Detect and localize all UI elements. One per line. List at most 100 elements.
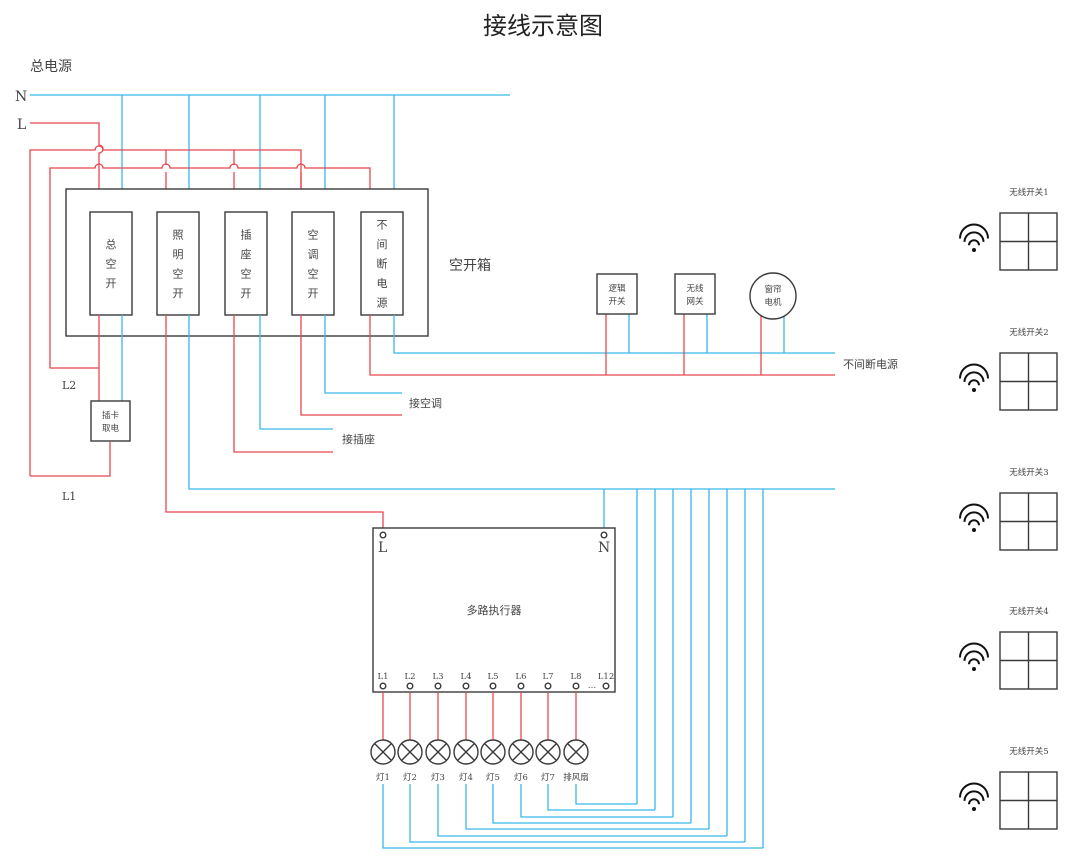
switch-panel [999, 212, 1058, 271]
diagram-title: 接线示意图 [483, 12, 603, 40]
switch-panel [999, 631, 1058, 690]
fan-icon [563, 739, 589, 765]
card-switch: 插卡 取电 [90, 400, 131, 442]
live-label: L [17, 117, 26, 133]
channel-l1: L1 灯1 [370, 672, 763, 849]
load-label: 灯4 [459, 772, 473, 783]
wireless-switch-label: 无线开关5 [1009, 746, 1048, 757]
channel-l8: L8 排风扇 [563, 672, 637, 805]
multi-channel-actuator: L N 多路执行器 … L12 [372, 527, 616, 693]
channel-l5: L5 灯5 [480, 672, 691, 824]
wireless-switch-3: 无线开关3 [959, 467, 1058, 551]
lamp-icon [535, 739, 561, 765]
neutral-return-wire [547, 784, 655, 811]
card-switch-line1: 插卡 [102, 410, 120, 421]
breaker-char: 空 [308, 266, 319, 280]
neutral-return-wire [520, 784, 673, 818]
main-power-label: 总电源 [30, 59, 72, 75]
channel-label: L6 [515, 672, 526, 682]
socket-output-label: 接插座 [342, 432, 375, 446]
wireless-switch-label: 无线开关2 [1009, 327, 1048, 338]
actuator-ellipsis: … [588, 681, 597, 691]
channel-label: L3 [432, 672, 443, 682]
lamp-icon [453, 739, 479, 765]
neutral-label: N [15, 89, 27, 105]
neutral-return-wire [437, 784, 727, 837]
wifi-icon [959, 503, 989, 532]
wireless-switch-label: 无线开关3 [1009, 467, 1048, 478]
curtain-motor-line1: 窗帘 [764, 284, 781, 295]
breaker-char: 开 [106, 277, 117, 290]
breaker-char: 空 [241, 266, 252, 280]
logic-switch-line2: 开关 [608, 296, 626, 307]
channel-label: L1 [377, 672, 388, 682]
breaker-char: 空 [308, 227, 319, 241]
channel-l3: L3 灯3 [425, 672, 727, 837]
actuator-n-terminal: N [598, 540, 610, 556]
breaker-ups: 不间断电源 [360, 211, 404, 316]
load-label: 灯5 [486, 772, 500, 783]
actuator-l-terminal: L [378, 540, 387, 556]
breaker-main: 总空开 [89, 211, 133, 316]
neutral-return-wire [409, 784, 745, 843]
lamp-icon [480, 739, 506, 765]
lamp-icon [508, 739, 534, 765]
logic-switch-line1: 逻辑 [608, 283, 626, 294]
load-label: 灯6 [514, 772, 528, 783]
breaker-char: 座 [241, 247, 252, 261]
wireless-switch-2: 无线开关2 [959, 327, 1058, 411]
curtain-motor: 窗帘 电机 [749, 272, 797, 320]
wireless-switch-1: 无线开关1 [959, 187, 1058, 271]
channel-label-l12: L12 [598, 672, 614, 682]
channel-l2: L2 灯2 [397, 672, 745, 843]
breaker-char: 开 [308, 287, 319, 300]
breaker-char: 总 [106, 237, 117, 251]
breaker-char: 电 [377, 277, 388, 290]
ups-output-label: 不间断电源 [843, 357, 898, 371]
wireless-switch-label: 无线开关1 [1009, 187, 1048, 198]
card-switch-line2: 取电 [102, 423, 120, 434]
wireless-switches: 无线开关1 无线开关2 无线开关3 无线开关4 无线开关5 [959, 187, 1058, 830]
switch-panel [999, 492, 1058, 551]
channel-label: L5 [487, 672, 498, 682]
lamp-icon [397, 739, 423, 765]
l2-label: L2 [62, 379, 76, 392]
channel-label: L8 [570, 672, 581, 682]
gateway-line2: 网关 [686, 296, 704, 307]
lamp-icon [425, 739, 451, 765]
actuator-label: 多路执行器 [467, 603, 522, 617]
breaker-char: 源 [377, 296, 388, 310]
channel-l6: L6 灯6 [508, 672, 673, 818]
breaker-char: 插 [241, 227, 252, 241]
load-label: 灯7 [541, 772, 555, 783]
lamp-icon [370, 739, 396, 765]
breaker-char: 明 [173, 248, 184, 261]
wifi-icon [959, 223, 989, 252]
breaker-char: 不 [377, 219, 388, 232]
breaker-char: 断 [377, 257, 388, 271]
ups-device-wires [605, 314, 785, 375]
wireless-gateway: 无线 网关 [674, 273, 716, 315]
neutral-return-wire [492, 784, 691, 824]
switch-panel [999, 771, 1058, 830]
load-label: 灯2 [403, 772, 417, 783]
breaker-char: 空 [173, 266, 184, 280]
breaker-char: 调 [308, 248, 319, 261]
wifi-icon [959, 782, 989, 811]
load-label: 排风扇 [563, 772, 589, 783]
neutral-return-wire [465, 784, 709, 830]
channel-label: L2 [404, 672, 415, 682]
load-label: 灯3 [431, 772, 445, 783]
wireless-switch-4: 无线开关4 [959, 606, 1058, 690]
logic-switch: 逻辑 开关 [596, 273, 638, 315]
wifi-icon [959, 642, 989, 671]
load-label: 灯1 [376, 772, 390, 783]
wifi-icon [959, 363, 989, 392]
curtain-motor-line2: 电机 [764, 297, 782, 308]
